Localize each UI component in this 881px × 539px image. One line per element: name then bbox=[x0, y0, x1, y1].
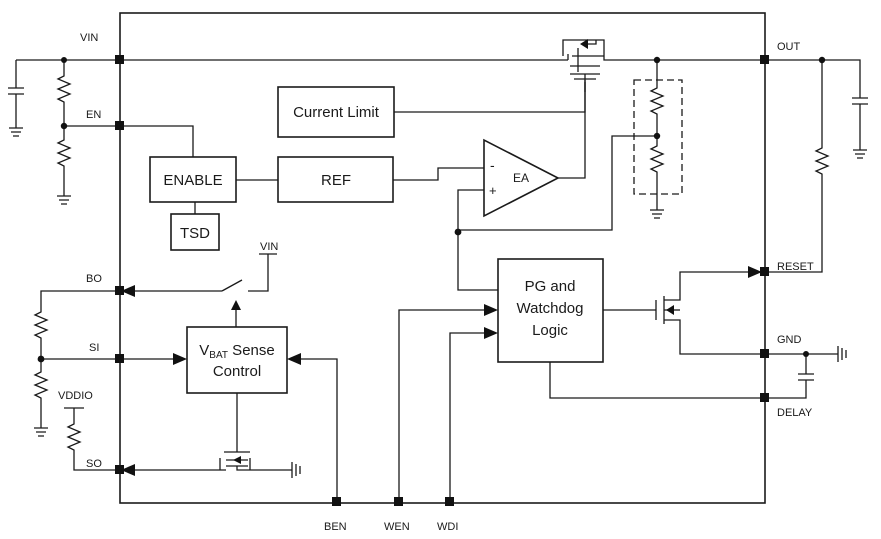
fb-to-ea-wire bbox=[457, 189, 484, 232]
vin-switch-label: VIN bbox=[260, 241, 278, 253]
feedback-top-dot bbox=[653, 56, 661, 64]
error-amplifier: EA - + bbox=[483, 138, 560, 218]
label-delay: DELAY bbox=[777, 407, 813, 419]
label-gnd: GND bbox=[777, 334, 802, 346]
pg-watchdog-block: PG and Watchdog Logic bbox=[497, 258, 604, 363]
ea-plus: + bbox=[489, 183, 497, 198]
label-en: EN bbox=[86, 109, 101, 121]
label-reset: RESET bbox=[777, 261, 814, 273]
gnd-node-dot bbox=[803, 351, 809, 357]
vbat-sub: BAT bbox=[209, 350, 228, 361]
si-node-dot bbox=[37, 355, 45, 363]
pin-si bbox=[115, 354, 124, 363]
feedback-mid-dot bbox=[653, 132, 661, 140]
label-wdi: WDI bbox=[437, 521, 458, 533]
pin-bo bbox=[115, 286, 124, 295]
pin-wen bbox=[394, 497, 403, 506]
label-so: SO bbox=[86, 458, 102, 470]
vbat-rest: Sense bbox=[228, 342, 275, 359]
reset-fet bbox=[603, 271, 765, 355]
pg-delay-wire bbox=[549, 362, 765, 399]
pin-vin bbox=[115, 55, 124, 64]
ref-to-ea-wire bbox=[393, 167, 484, 181]
pin-gnd bbox=[760, 349, 769, 358]
ea-label: EA bbox=[513, 171, 529, 185]
pin-out bbox=[760, 55, 769, 64]
vbat-label-line1: VBAT Sense bbox=[199, 342, 274, 361]
current-limit-block: Current Limit bbox=[277, 86, 395, 138]
pin-ben bbox=[332, 497, 341, 506]
gnd-external bbox=[765, 346, 847, 399]
label-out: OUT bbox=[777, 41, 801, 53]
out-node-dot bbox=[818, 56, 826, 64]
ben-wire bbox=[287, 353, 338, 501]
vbat-v: V bbox=[199, 342, 209, 359]
bo-switch bbox=[121, 253, 277, 327]
vbat-sense-block: VBAT Sense Control bbox=[186, 326, 288, 394]
ref-block: REF bbox=[277, 156, 394, 203]
current-limit-label: Current Limit bbox=[293, 104, 380, 121]
label-wen: WEN bbox=[384, 521, 410, 533]
pg-label-line1: PG and bbox=[525, 278, 576, 295]
en-to-enable-wire bbox=[120, 125, 194, 157]
vin-rail bbox=[120, 39, 765, 72]
reset-arrow bbox=[748, 266, 762, 278]
tsd-label: TSD bbox=[180, 225, 210, 242]
pin-wdi bbox=[445, 497, 454, 506]
si-wire bbox=[41, 353, 187, 365]
ea-to-gate-wire bbox=[558, 92, 586, 179]
so-fet bbox=[121, 393, 301, 478]
out-network bbox=[765, 59, 868, 273]
pg-label-line2: Watchdog bbox=[517, 300, 584, 317]
enable-block: ENABLE bbox=[149, 156, 237, 203]
ic-outline bbox=[119, 12, 766, 504]
feedback-divider bbox=[457, 60, 683, 291]
pin-so bbox=[115, 465, 124, 474]
pin-delay bbox=[760, 393, 769, 402]
ref-label: REF bbox=[321, 172, 351, 189]
pin-reset bbox=[760, 267, 769, 276]
bo-si-divider bbox=[33, 290, 120, 471]
current-limit-wire bbox=[394, 80, 586, 113]
tsd-block: TSD bbox=[170, 213, 220, 251]
en-node-dot bbox=[60, 122, 68, 130]
label-bo: BO bbox=[86, 273, 102, 285]
wen-wdi-wires bbox=[398, 304, 498, 501]
ea-minus: - bbox=[490, 157, 495, 173]
vbat-label-line2: Control bbox=[213, 363, 261, 380]
pg-label-line3: Logic bbox=[532, 322, 568, 339]
label-si: SI bbox=[89, 342, 99, 354]
label-vddio: VDDIO bbox=[58, 390, 93, 402]
vin-input-network bbox=[8, 59, 120, 205]
label-vin: VIN bbox=[80, 32, 98, 44]
label-ben: BEN bbox=[324, 521, 347, 533]
vin-node-dot bbox=[61, 57, 67, 63]
pin-en bbox=[115, 121, 124, 130]
enable-label: ENABLE bbox=[163, 172, 222, 189]
